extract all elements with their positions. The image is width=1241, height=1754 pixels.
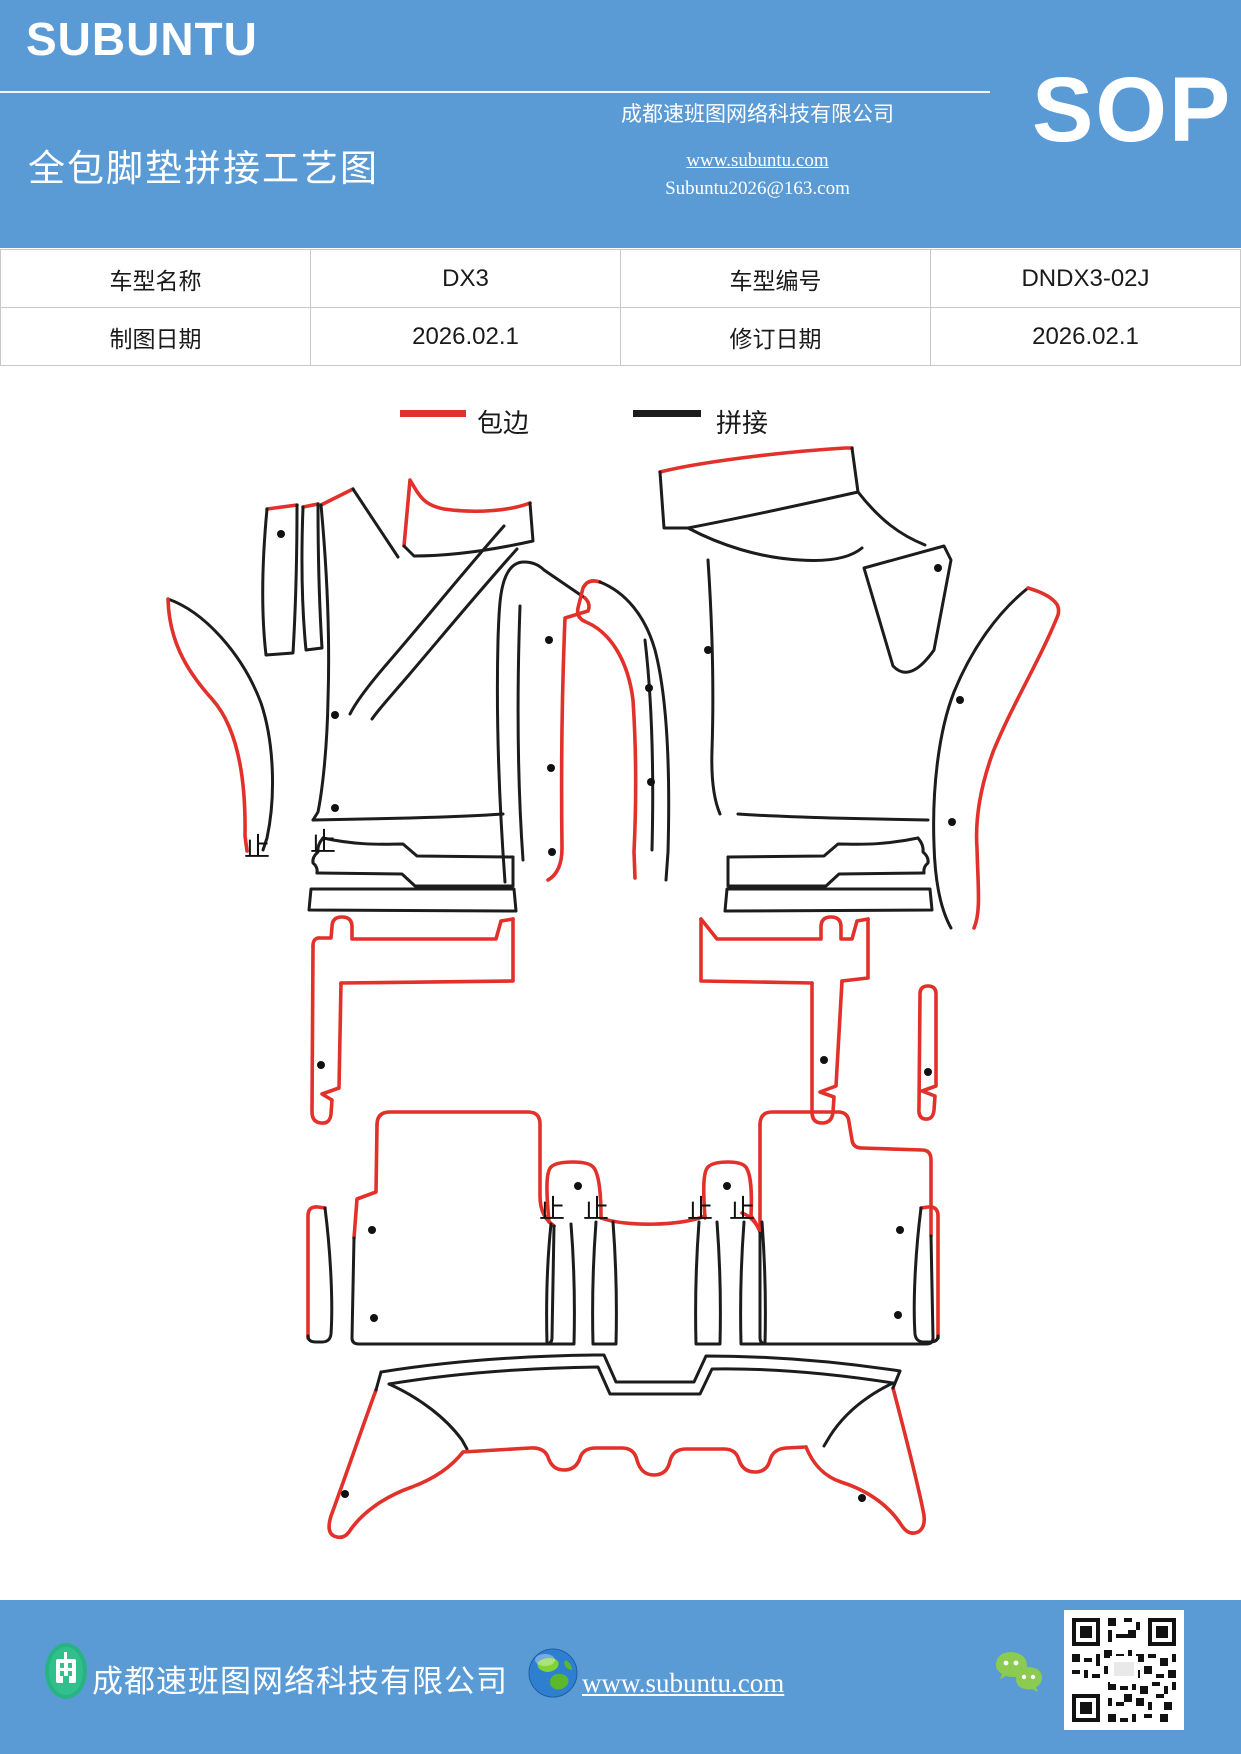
header-email: Subuntu2026@163.com — [665, 178, 850, 199]
model-name-value: DX3 — [310, 249, 621, 308]
legend-splice-label: 拼接 — [716, 409, 769, 438]
mat-splice-diagram: 止 止 止 止 止 止 — [166, 446, 1061, 1540]
legend-splice-swatch — [633, 410, 701, 417]
legend-edge-swatch — [400, 410, 466, 417]
draw-date-label: 制图日期 — [0, 307, 311, 366]
header-divider — [0, 91, 990, 93]
stop-mark-text: 止 — [244, 833, 270, 862]
header-band: SUBUNTU 全包脚垫拼接工艺图 成都速班图网络科技有限公司 www.subu… — [0, 0, 1241, 248]
footer-company-name: 成都速班图网络科技有限公司 — [92, 1664, 508, 1699]
stop-mark-text: 止 — [687, 1195, 713, 1224]
model-name-label: 车型名称 — [0, 249, 311, 308]
stop-marks: 止 止 止 止 止 止 — [244, 828, 755, 1224]
wechat-icon — [995, 1652, 1042, 1692]
second-row-mat-group — [306, 1110, 940, 1346]
table-row: 车型名称 DX3 车型编号 DNDX3-02J — [0, 249, 1241, 308]
qr-code — [1064, 1610, 1184, 1730]
model-code-value: DNDX3-02J — [930, 249, 1241, 308]
brand-logo: SUBUNTU — [26, 13, 258, 65]
trunk-mat-group — [327, 1353, 926, 1540]
page-title: 全包脚垫拼接工艺图 — [28, 149, 379, 190]
stop-mark-text: 止 — [539, 1195, 565, 1224]
vehicle-info-table: 车型名称 DX3 车型编号 DNDX3-02J 制图日期 2026.02.1 修… — [0, 249, 1241, 366]
front-left-mat-group — [166, 478, 591, 1125]
stop-mark-text: 止 — [729, 1195, 755, 1224]
revise-date-value: 2026.02.1 — [930, 307, 1241, 366]
alignment-dots — [277, 530, 964, 1502]
building-icon — [45, 1643, 87, 1699]
table-row: 制图日期 2026.02.1 修订日期 2026.02.1 — [0, 307, 1241, 366]
stop-mark-text: 止 — [310, 828, 336, 857]
revise-date-label: 修订日期 — [620, 307, 931, 366]
sop-label: SOP — [1032, 59, 1233, 161]
model-code-label: 车型编号 — [620, 249, 931, 308]
header-website-link[interactable]: www.subuntu.com — [686, 150, 829, 171]
header-company-name: 成都速班图网络科技有限公司 — [621, 102, 894, 126]
front-right-mat-group — [575, 446, 1061, 1125]
draw-date-value: 2026.02.1 — [310, 307, 621, 366]
legend-edge-label: 包边 — [477, 409, 530, 438]
stop-mark-text: 止 — [583, 1195, 609, 1224]
footer-website-link[interactable]: www.subuntu.com — [582, 1668, 785, 1698]
globe-icon — [528, 1648, 578, 1698]
